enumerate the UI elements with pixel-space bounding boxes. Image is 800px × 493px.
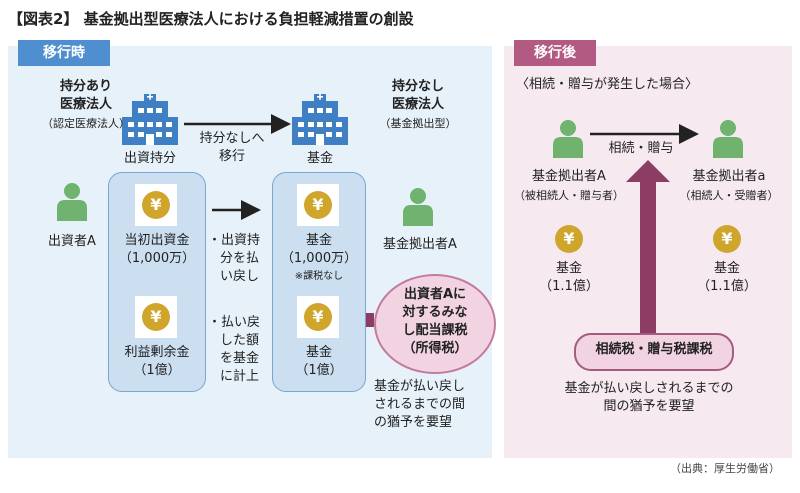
note-2-line1: ・払い戻 <box>208 315 261 330</box>
person-icon-a <box>553 120 583 158</box>
coin-box-5: ¥ <box>548 218 590 260</box>
bubble-line4: （所得税） <box>402 341 468 356</box>
yen-coin-icon: ¥ <box>142 191 170 219</box>
person-a-name: 基金拠出者A <box>532 169 606 184</box>
person-icon-contributor <box>403 188 433 226</box>
transition-label-1: 持分なしへ <box>199 131 265 146</box>
transfer-label: 相続・贈与 <box>608 141 674 156</box>
gift-tax-pill <box>574 333 734 371</box>
to-label: 基金 <box>306 151 333 166</box>
contributor-label: 基金拠出者A <box>383 237 457 252</box>
fund-1-label: 基金 <box>305 233 332 248</box>
note-2-line2: した額 <box>220 333 260 348</box>
note-2-line3: を基金 <box>220 351 260 366</box>
case-label: 〈相続・贈与が発生した場合〉 <box>516 77 699 92</box>
fund-2-value: （1億） <box>295 363 343 378</box>
person-b-name: 基金拠出者a <box>692 169 766 184</box>
gift-tax-arrow <box>626 160 670 333</box>
right-deferral-line1: 基金が払い戻しされるまでの <box>564 381 734 396</box>
dividend-tax-bubble <box>374 274 496 374</box>
note-1-line3: い戻し <box>220 269 260 284</box>
yen-coin-icon: ¥ <box>713 225 741 253</box>
source-credit: （出典：厚生労働省） <box>670 462 780 475</box>
coin-box-3: ¥ <box>297 184 339 226</box>
person-a-role: （被相続人・贈与者） <box>514 189 624 202</box>
person-icon-b <box>713 120 743 158</box>
coin-box-1: ¥ <box>135 184 177 226</box>
transition-tag: 移行時 <box>18 40 110 66</box>
hospital-icon-before <box>122 93 178 145</box>
note-2-line4: に計上 <box>220 369 260 384</box>
initial-capital-label: 当初出資金 <box>124 233 190 248</box>
bubble-line3: し配当課税 <box>402 323 468 338</box>
retained-earnings-value: （1億） <box>133 363 181 378</box>
fund-1-value: （1,000万） <box>280 251 358 266</box>
note-1-line1: ・出資持 <box>208 233 261 248</box>
person-icon-investor <box>57 183 87 221</box>
fund-1-note: ※課税なし <box>294 271 344 282</box>
note-1-line2: 分を払 <box>220 251 260 266</box>
investor-label: 出資者A <box>48 234 96 249</box>
fund-a-label: 基金 <box>555 261 582 276</box>
coin-box-4: ¥ <box>297 296 339 338</box>
transition-panel <box>8 46 492 458</box>
person-b-role: （相続人・受贈者） <box>679 189 779 202</box>
transition-label-2: 移行 <box>218 149 245 164</box>
gift-tax-label: 相続税・贈与税課税 <box>595 342 713 357</box>
left-deferral-line1: 基金が払い戻し <box>374 379 466 394</box>
after-transition-tag: 移行後 <box>514 40 596 66</box>
hospital-icon-after <box>292 93 348 145</box>
yen-coin-icon: ¥ <box>304 191 332 219</box>
left-deferral-line3: の猶予を要望 <box>374 415 453 430</box>
right-deferral-line2: 間の猶予を要望 <box>603 399 695 414</box>
to-entity-line3: （基金拠出型） <box>379 117 457 130</box>
left-deferral-line2: されるまでの間 <box>374 397 466 412</box>
retained-earnings-label: 利益剰余金 <box>124 345 190 360</box>
coin-box-6: ¥ <box>706 218 748 260</box>
yen-coin-icon: ¥ <box>142 303 170 331</box>
fund-a-value: （1.1億） <box>539 279 599 294</box>
bubble-line2: 対するみな <box>402 305 468 320</box>
from-entity-line1: 持分あり <box>59 79 112 94</box>
from-entity-line3: （認定医療法人） <box>42 117 130 130</box>
figure-title: 【図表2】 基金拠出型医療法人における負担軽減措置の創設 <box>8 10 414 28</box>
to-entity-line2: 医療法人 <box>391 97 444 112</box>
from-entity-line2: 医療法人 <box>59 97 112 112</box>
to-entity-line1: 持分なし <box>391 79 444 94</box>
initial-capital-value: （1,000万） <box>118 251 196 266</box>
yen-coin-icon: ¥ <box>555 225 583 253</box>
bubble-line1: 出資者Aに <box>403 287 467 302</box>
fund-b-value: （1.1億） <box>697 279 757 294</box>
from-label: 出資持分 <box>123 151 176 166</box>
fund-b-label: 基金 <box>713 261 740 276</box>
fund-2-label: 基金 <box>305 345 332 360</box>
yen-coin-icon: ¥ <box>304 303 332 331</box>
coin-box-2: ¥ <box>135 296 177 338</box>
